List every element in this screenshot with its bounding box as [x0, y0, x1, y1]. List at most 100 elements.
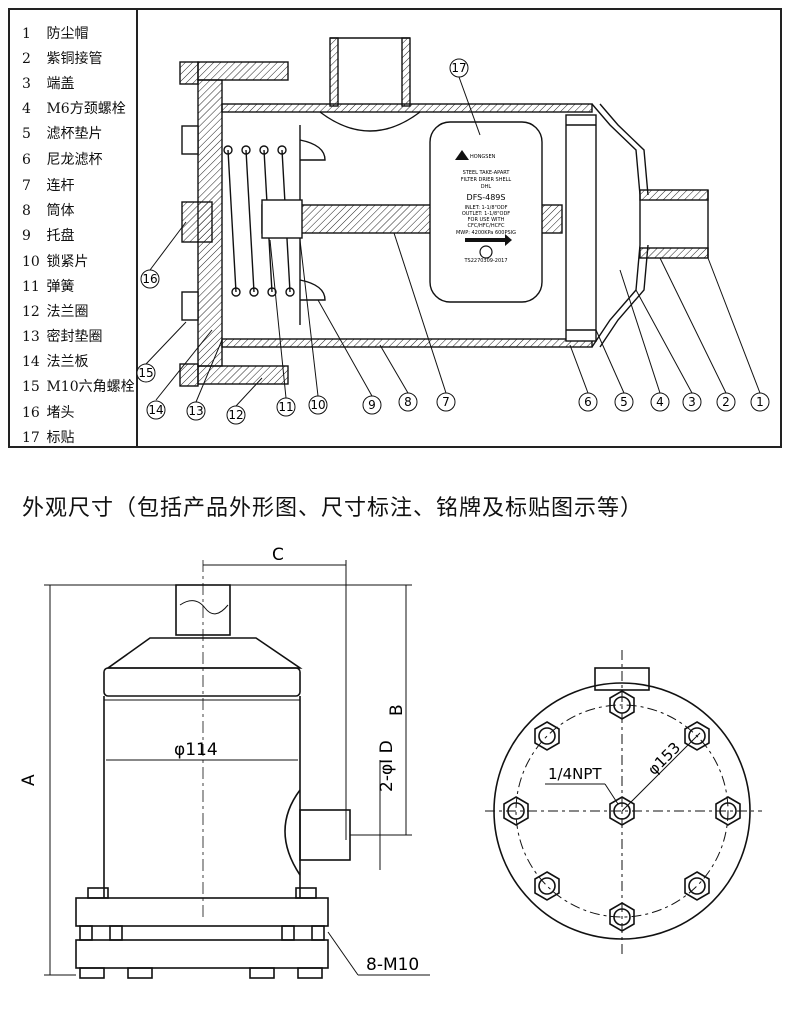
assembly-drawing-frame: 1 防尘帽 2 紫铜接管 3 端盖 4 M6方颈螺栓 5 滤杯垫片 6 尼龙滤杯… [8, 8, 782, 448]
npt-label: 1/4NPT [548, 765, 602, 783]
dim-B-label: B [387, 704, 407, 716]
svg-text:5: 5 [620, 395, 628, 409]
part-row: 9 托盘 [22, 225, 74, 245]
part-number: 5 [22, 126, 31, 142]
svg-text:10: 10 [310, 398, 325, 412]
part-name: 法兰圈 [46, 304, 89, 320]
svg-text:6: 6 [584, 395, 592, 409]
label-inlet: INLET: 1-1/8"ODF [465, 205, 508, 211]
flange-ring-top [197, 61, 289, 81]
svg-text:14: 14 [148, 403, 163, 417]
part-row: 14 法兰板 [22, 351, 88, 371]
label-use-with: FOR USE WITH [468, 217, 505, 223]
product-label: HONGSEN STEEL TAKE-APART FILTER DRIER SH… [455, 150, 516, 264]
callout-16: 16 [140, 269, 160, 289]
end-cap [591, 103, 641, 348]
part-row: 17 标贴 [22, 427, 74, 447]
label-line3: DHL [481, 184, 492, 190]
part-name: 弹簧 [46, 279, 75, 295]
callout-12: 12 [226, 405, 246, 425]
svg-text:4: 4 [656, 395, 664, 409]
part-name: M10六角螺栓 [46, 379, 135, 395]
top-view-drawing: 1/4NPT φ153 [485, 650, 762, 955]
dim-C-label: C [272, 545, 284, 565]
bolt-holes [503, 690, 741, 932]
part-name: M6方颈螺栓 [46, 101, 126, 117]
label-code: TS2270309-2017 [463, 258, 507, 264]
bolt-icon [684, 721, 710, 751]
part-name: 托盘 [46, 228, 75, 244]
callout-6: 6 [578, 392, 598, 412]
callout-2: 2 [716, 392, 736, 412]
side-pipe [299, 809, 351, 861]
svg-text:2: 2 [722, 395, 730, 409]
part-number: 16 [22, 405, 40, 421]
dim-phi114-label: φ114 [174, 740, 218, 760]
callout-3: 3 [682, 392, 702, 412]
part-row: 3 端盖 [22, 73, 74, 93]
part-number: 17 [22, 430, 40, 446]
callout-15: 15 [136, 363, 156, 383]
callout-5: 5 [614, 392, 634, 412]
part-row: 5 滤杯垫片 [22, 123, 102, 143]
part-name: 筒体 [46, 203, 75, 219]
label-pressure: MWP: 4200KPa 600PSIG [456, 230, 516, 236]
part-name: 标贴 [46, 430, 75, 446]
callout-4: 4 [650, 392, 670, 412]
part-number: 9 [22, 228, 31, 244]
svg-text:11: 11 [278, 400, 293, 414]
part-row: 8 筒体 [22, 200, 74, 220]
callout-7: 7 [436, 392, 456, 412]
part-row: 11 弹簧 [22, 276, 74, 296]
product-label-outline [429, 121, 543, 303]
callout-8: 8 [398, 392, 418, 412]
dim-A-label: A [19, 774, 39, 786]
label-line2: FILTER DRIER SHELL [461, 177, 512, 183]
part-row: 6 尼龙滤杯 [22, 149, 102, 169]
callout-10: 10 [308, 395, 328, 415]
svg-text:9: 9 [368, 398, 376, 412]
part-row: 12 法兰圈 [22, 301, 88, 321]
top-dome [319, 111, 421, 132]
part-number: 11 [22, 279, 40, 295]
part-row: 2 紫铜接管 [22, 48, 102, 68]
dim-m10-label: 8-M10 [366, 955, 419, 975]
parts-list: 1 防尘帽 2 紫铜接管 3 端盖 4 M6方颈螺栓 5 滤杯垫片 6 尼龙滤杯… [10, 10, 138, 446]
part-name: 连杆 [46, 178, 75, 194]
label-cfc: CFC/HFC/HCFC [468, 223, 505, 229]
top-band [103, 667, 301, 697]
part-number: 8 [22, 203, 31, 219]
shell-bottom-wall [221, 338, 593, 348]
bolt-circle [515, 704, 729, 918]
svg-text:1: 1 [756, 395, 764, 409]
part-number: 12 [22, 304, 40, 320]
callout-9: 9 [362, 395, 382, 415]
label-outlet: OUTLET: 1-1/8"ODF [462, 211, 510, 217]
label-brand: HONGSEN [470, 154, 496, 160]
bolt-icon [534, 721, 560, 751]
flow-arrow-icon [465, 234, 512, 246]
part-name: 紫铜接管 [46, 51, 103, 67]
part-number: 13 [22, 329, 40, 345]
part-number: 14 [22, 354, 40, 370]
spring [223, 145, 295, 297]
part-row: 16 堵头 [22, 402, 74, 422]
part-row: 1 防尘帽 [22, 23, 88, 43]
part-number: 6 [22, 152, 31, 168]
part-number: 7 [22, 178, 31, 194]
part-number: 15 [22, 379, 40, 395]
nylon-filter-cup [565, 114, 597, 342]
part-row: 4 M6方颈螺栓 [22, 98, 126, 118]
top-pipe-left-wall [329, 37, 339, 107]
part-name: 端盖 [46, 76, 75, 92]
svg-text:12: 12 [228, 408, 243, 422]
flange-upper [75, 897, 329, 927]
dim-phiID-label: 2-φI D [377, 740, 397, 792]
top-pipe-right-wall [401, 37, 411, 107]
flange-ring-bottom [197, 365, 289, 385]
cross-section-drawing: HONGSEN STEEL TAKE-APART FILTER DRIER SH… [136, 37, 770, 425]
part-number: 4 [22, 101, 31, 117]
top-view-pipe [594, 667, 650, 691]
svg-text:16: 16 [142, 272, 157, 286]
svg-text:15: 15 [138, 366, 153, 380]
